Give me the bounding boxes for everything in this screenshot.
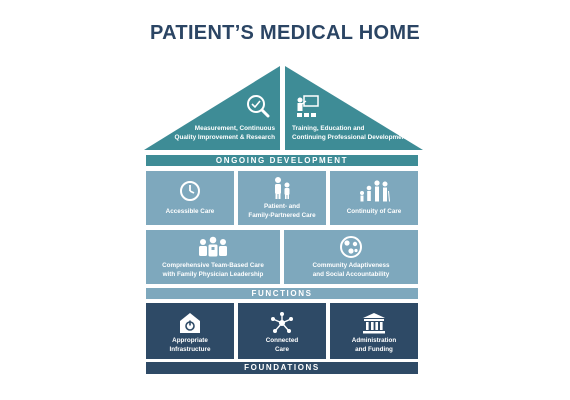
- function-community-adaptiveness: Community Adaptiveness and Social Accoun…: [284, 230, 418, 284]
- roof-right-label: Training, Education and Continuing Profe…: [292, 124, 442, 142]
- function-label-line1: Comprehensive Team-Based Care: [162, 262, 264, 269]
- function-accessible-care: Accessible Care: [146, 171, 234, 225]
- function-label: Accessible Care: [165, 208, 215, 215]
- magnifier-check-icon: [247, 95, 270, 118]
- ongoing-development-band: ONGOING DEVELOPMENT: [146, 155, 418, 166]
- foundation-label-line1: Connected: [265, 337, 299, 344]
- clock-icon: [180, 181, 200, 201]
- function-patient-family-partnered-care: Patient- and Family-Partnered Care: [238, 171, 326, 225]
- page-title: PATIENT’S MEDICAL HOME: [150, 22, 420, 44]
- family-icon: [275, 177, 290, 199]
- roof-left-label: Measurement, Continuous Quality Improvem…: [150, 124, 275, 142]
- presenter-board-icon: [297, 95, 319, 117]
- functions-band: FUNCTIONS: [146, 288, 418, 299]
- function-label-line2: and Social Accountability: [312, 270, 390, 278]
- foundation-label-line2: Infrastructure: [169, 345, 211, 353]
- function-continuity-of-care: Continuity of Care: [330, 171, 418, 225]
- institution-icon: [363, 313, 385, 334]
- roof-right-line1: Training, Education and: [292, 125, 365, 132]
- roof-right-line2: Continuing Professional Development: [292, 134, 408, 141]
- foundation-connected-care: Connected Care: [238, 303, 326, 359]
- network-icon: [271, 312, 293, 333]
- foundation-administration-and-funding: Administration and Funding: [330, 303, 418, 359]
- foundation-label-line2: and Funding: [355, 345, 393, 353]
- foundation-label-line1: Appropriate: [172, 337, 208, 344]
- house-power-icon: [180, 313, 200, 333]
- function-comprehensive-team-based-care: Comprehensive Team-Based Care with Famil…: [146, 230, 280, 284]
- function-label-line1: Community Adaptiveness: [312, 262, 390, 269]
- function-label-line2: with Family Physician Leadership: [162, 270, 264, 278]
- team-icon: [199, 236, 227, 257]
- foundations-band: FOUNDATIONS: [146, 362, 418, 374]
- function-label-line2: Family-Partnered Care: [248, 211, 316, 219]
- function-label-line1: Patient- and: [263, 203, 301, 210]
- foundation-label-line1: Administration: [351, 337, 397, 344]
- foundation-label-line2: Care: [274, 345, 289, 353]
- foundation-appropriate-infrastructure: Appropriate Infrastructure: [146, 303, 234, 359]
- roof-left-line2: Quality Improvement & Research: [174, 134, 275, 141]
- community-icon: [340, 236, 362, 258]
- life-stages-icon: [360, 180, 390, 202]
- function-label: Continuity of Care: [346, 208, 402, 215]
- roof: [144, 66, 423, 150]
- roof-left-line1: Measurement, Continuous: [194, 125, 275, 132]
